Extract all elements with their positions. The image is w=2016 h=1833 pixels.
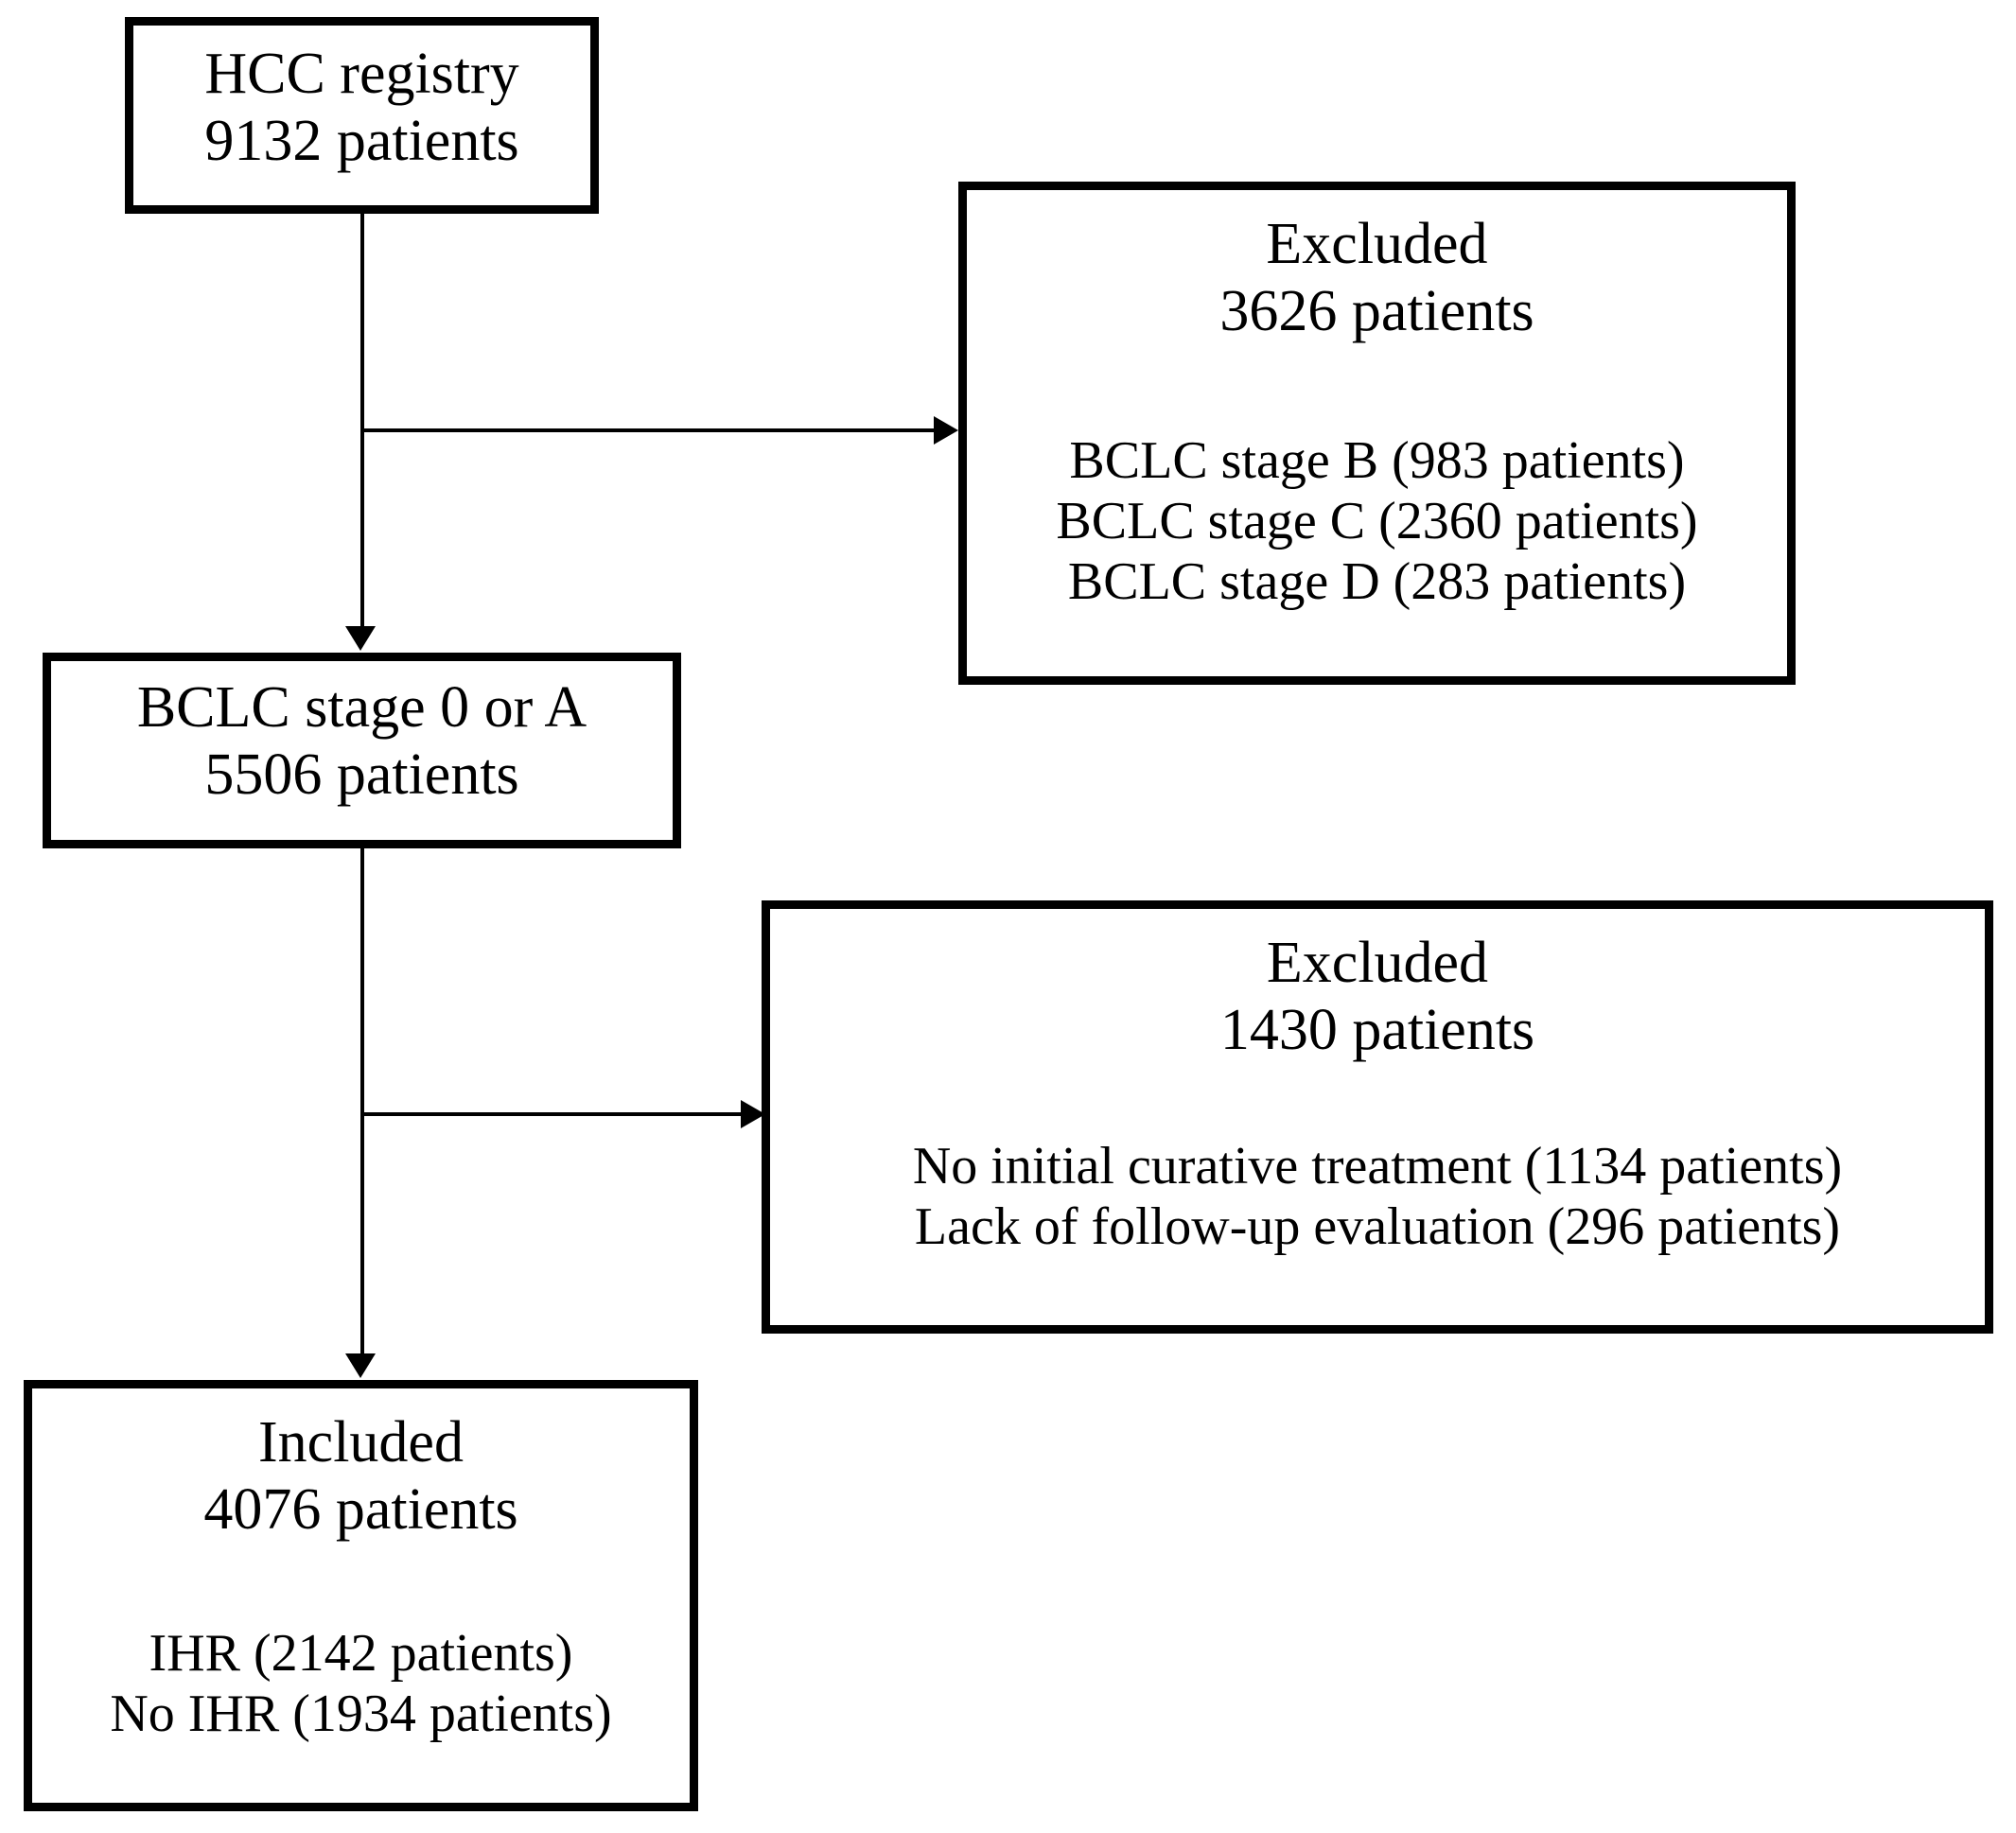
box-included: Included 4076 patients IHR (2142 patient…: [24, 1380, 698, 1811]
arrow-right-icon-excluded-treatment: [741, 1100, 765, 1128]
box-bclc-stage-line1: BCLC stage 0 or A: [136, 675, 587, 740]
box-included-line2: 4076 patients: [203, 1476, 518, 1542]
box-excluded-treatment-detail2: Lack of follow-up evaluation (296 patien…: [914, 1197, 1841, 1257]
arrow-right-icon-excluded-stage: [934, 416, 958, 445]
box-excluded-treatment-line2: 1430 patients: [1219, 997, 1535, 1062]
box-excluded-stage-line1: Excluded: [1266, 212, 1488, 276]
connector-registry-to-excluded-stage-line: [360, 428, 938, 432]
box-included-detail1: IHR (2142 patients): [149, 1624, 573, 1684]
box-included-line1: Included: [258, 1410, 464, 1475]
box-hcc-registry: HCC registry 9132 patients: [125, 17, 599, 214]
box-excluded-treatment-detail1: No initial curative treatment (1134 pati…: [912, 1137, 1843, 1196]
arrow-down-icon-bclc: [345, 626, 376, 651]
box-bclc-stage-line2: 5506 patients: [204, 742, 519, 807]
box-excluded-treatment: Excluded 1430 patients No initial curati…: [762, 900, 1993, 1334]
connector-bclc-to-excluded-treatment-line: [360, 1112, 745, 1116]
box-excluded-stage-detail2: BCLC stage C (2360 patients): [1056, 492, 1698, 551]
box-hcc-registry-line1: HCC registry: [204, 42, 519, 106]
box-bclc-stage: BCLC stage 0 or A 5506 patients: [43, 653, 681, 848]
box-excluded-stage: Excluded 3626 patients BCLC stage B (983…: [958, 182, 1796, 685]
box-excluded-stage-detail1: BCLC stage B (983 patients): [1069, 431, 1685, 491]
box-excluded-treatment-line1: Excluded: [1266, 931, 1489, 995]
box-hcc-registry-line2: 9132 patients: [204, 108, 519, 173]
connector-bclc-to-included-line: [360, 848, 364, 1355]
box-included-detail2: No IHR (1934 patients): [110, 1685, 612, 1744]
arrow-down-icon-included: [345, 1353, 376, 1378]
box-excluded-stage-line2: 3626 patients: [1219, 278, 1534, 343]
connector-registry-to-bclc-line: [360, 214, 364, 628]
box-excluded-stage-detail3: BCLC stage D (283 patients): [1067, 552, 1687, 611]
